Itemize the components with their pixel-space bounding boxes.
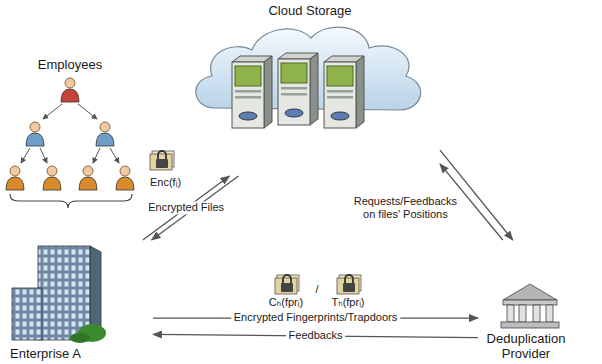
person-icon bbox=[6, 166, 24, 190]
employees-node: Employees bbox=[30, 58, 110, 78]
edge-label: Feedbacks bbox=[286, 329, 346, 342]
connector-arrow bbox=[143, 176, 230, 240]
person-icon bbox=[116, 166, 134, 190]
formula-label: Tₕ(fprᵢ) bbox=[331, 296, 364, 309]
employee-tree bbox=[21, 104, 119, 163]
edge-label: Requests/Feedbacks on files' Positions bbox=[346, 195, 464, 221]
node-label: Cloud Storage bbox=[268, 4, 351, 19]
enterprise-node: Enterprise A bbox=[8, 240, 153, 362]
dedup-provider-node: Deduplication Provider bbox=[478, 240, 602, 364]
formula-label: / bbox=[315, 283, 318, 296]
enterprise-building bbox=[12, 246, 106, 343]
cloud-storage-node: Cloud Storage bbox=[180, 4, 440, 176]
person-icon bbox=[79, 166, 97, 190]
server-icon bbox=[232, 56, 272, 128]
provider-building bbox=[501, 284, 559, 328]
formula-label: Cₕ(fprᵢ) bbox=[269, 296, 303, 309]
person-icon bbox=[61, 78, 79, 102]
server-icon bbox=[278, 53, 318, 125]
bracket bbox=[10, 194, 132, 208]
edge-label: Encrypted Files bbox=[145, 201, 227, 214]
person-icon bbox=[26, 122, 44, 146]
server-icon bbox=[324, 56, 364, 128]
node-label: Deduplication Provider bbox=[480, 332, 572, 362]
edge-label: Encrypted Fingerprints/Trapdoors bbox=[231, 312, 400, 325]
encrypted-file-icon bbox=[150, 151, 174, 170]
encrypted-fingerprint-icon bbox=[275, 275, 299, 294]
person-icon bbox=[96, 122, 114, 146]
formula-label: Enc(fᵢ) bbox=[150, 176, 181, 189]
node-label: Enterprise A bbox=[10, 347, 81, 362]
node-label: Employees bbox=[38, 58, 102, 73]
person-icon bbox=[43, 166, 61, 190]
trapdoor-icon bbox=[337, 275, 361, 294]
